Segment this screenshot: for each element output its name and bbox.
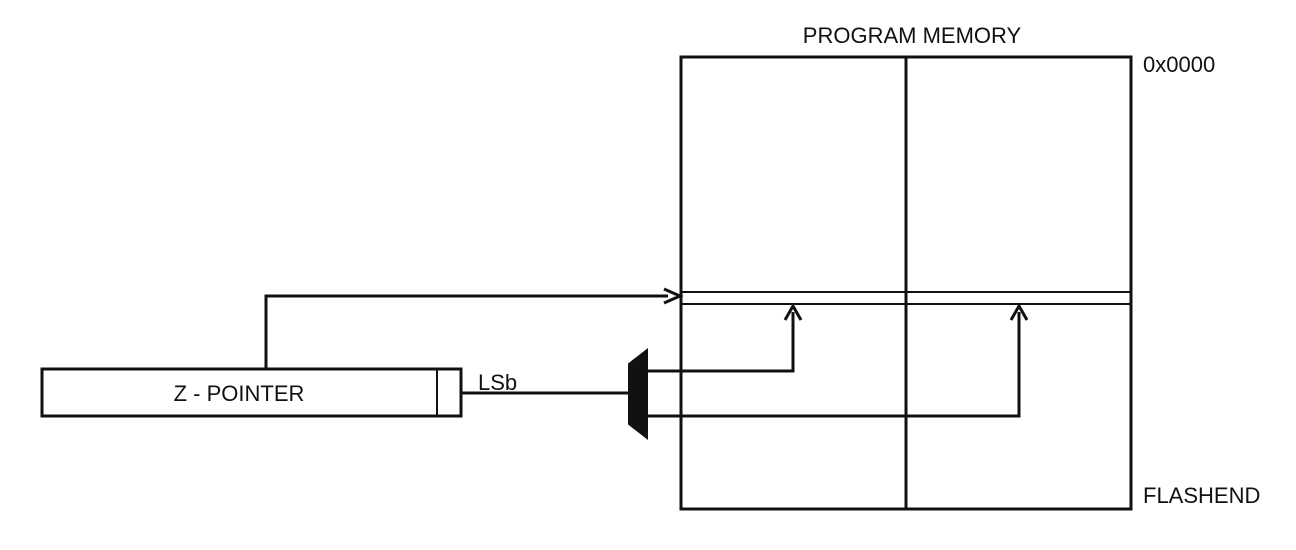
low-byte-arrow-head [783,302,803,321]
address-arrow-head [663,287,684,305]
high-byte-path [647,312,1021,418]
memory-start-address: 0x0000 [1143,52,1215,77]
low-byte-path [647,312,795,373]
byte-select-multiplexer [628,347,648,441]
lsb-label: LSb [478,370,517,395]
address-line [264,294,668,369]
memory-end-address: FLASHEND [1143,483,1260,508]
memory-title: PROGRAM MEMORY [803,23,1022,48]
z-pointer-label: Z - POINTER [174,381,305,406]
high-byte-arrow-head [1009,302,1029,321]
